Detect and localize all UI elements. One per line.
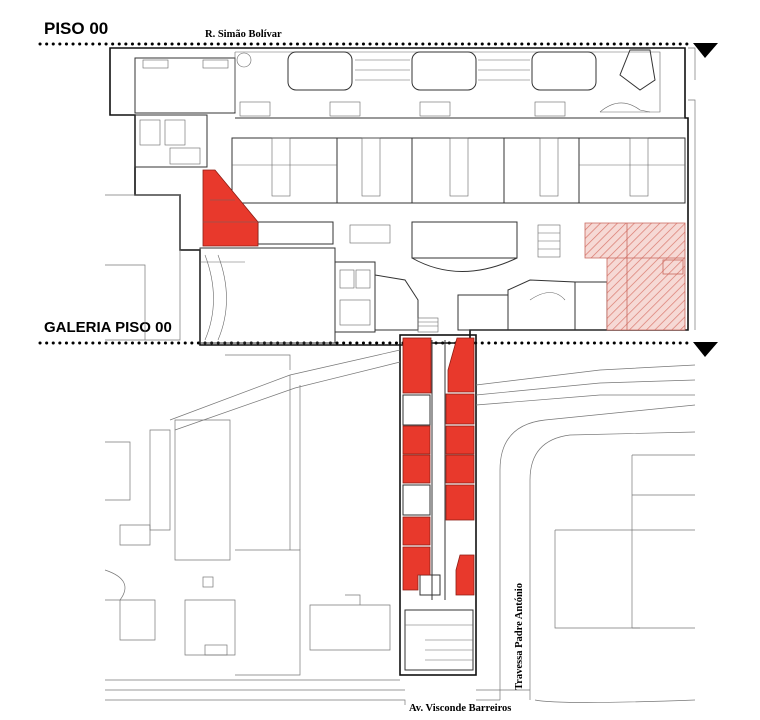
title-gallery: GALERIA PISO 00	[44, 319, 172, 336]
upper-building	[109, 47, 689, 346]
highlighted-area	[445, 393, 475, 425]
shop-units-row	[231, 137, 686, 204]
highlighted-areas-upper	[202, 169, 686, 331]
highlighted-area	[402, 425, 431, 455]
highlighted-area	[402, 546, 431, 591]
highlighted-area	[447, 337, 475, 393]
title-floor: PISO 00	[44, 19, 108, 38]
highlighted-area	[445, 454, 475, 484]
hatched-area	[584, 222, 686, 331]
street-side-label: Travessa Padre António	[514, 583, 525, 690]
highlighted-area	[202, 169, 259, 247]
highlighted-area	[445, 425, 475, 455]
highlighted-area	[445, 484, 475, 521]
section-marker-triangle-icon	[693, 43, 718, 58]
site-context	[104, 47, 696, 705]
highlighted-area	[455, 554, 475, 596]
highlighted-area	[402, 454, 431, 484]
gallery-corridor	[399, 334, 477, 676]
street-top-label: R. Simão Bolívar	[205, 29, 282, 40]
highlighted-area	[402, 516, 431, 546]
highlighted-areas-gallery	[402, 337, 475, 596]
street-bottom-label: Av. Visconde Barreiros	[409, 703, 511, 714]
section-marker-triangle-icon	[693, 342, 718, 357]
highlighted-area	[402, 337, 432, 394]
